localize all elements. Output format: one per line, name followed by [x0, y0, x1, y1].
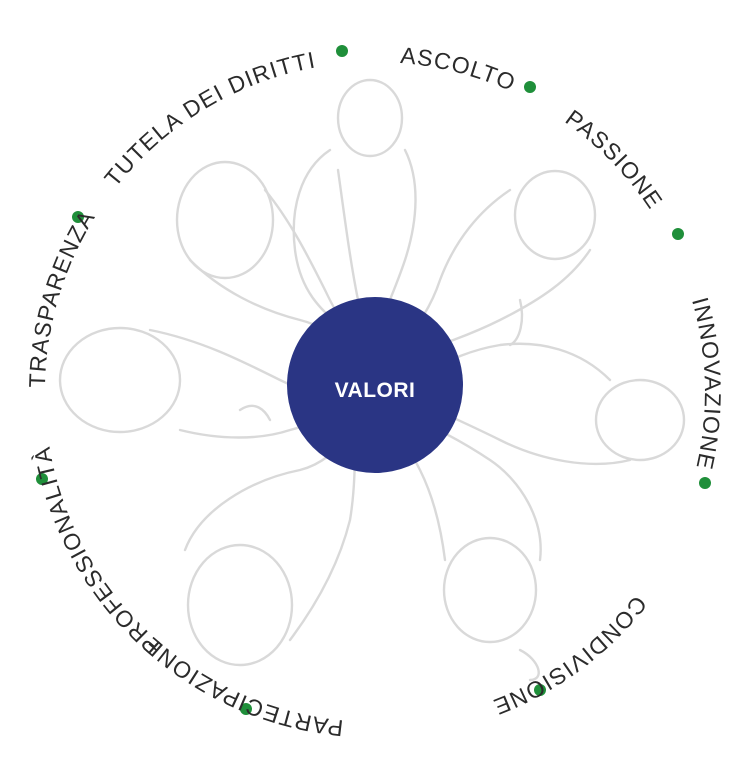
- value-ascolto: ASCOLTO: [399, 42, 520, 96]
- value-partecipazione: PARTECIPAZIONE: [138, 632, 344, 742]
- dot-8: [72, 211, 84, 223]
- value-tutela-dei-diritti: TUTELA DEI DIRITTI: [99, 46, 318, 191]
- dot-1: [336, 45, 348, 57]
- center-circle: [287, 297, 463, 473]
- dot-4: [699, 477, 711, 489]
- value-innovazione: INNOVAZIONE: [687, 294, 726, 472]
- separator-dots: [36, 45, 711, 715]
- dot-6: [240, 703, 252, 715]
- dot-2: [524, 81, 536, 93]
- center-label: VALORI: [335, 379, 416, 402]
- dot-3: [672, 228, 684, 240]
- value-condivisione: CONDIVISIONE: [489, 591, 652, 720]
- dot-7: [36, 473, 48, 485]
- value-passione: PASSIONE: [561, 104, 668, 213]
- value-trasparenza: TRASPARENZA: [24, 205, 100, 388]
- value-professionalita: PROFESSIONALITÀ: [29, 444, 165, 659]
- dot-5: [534, 684, 546, 696]
